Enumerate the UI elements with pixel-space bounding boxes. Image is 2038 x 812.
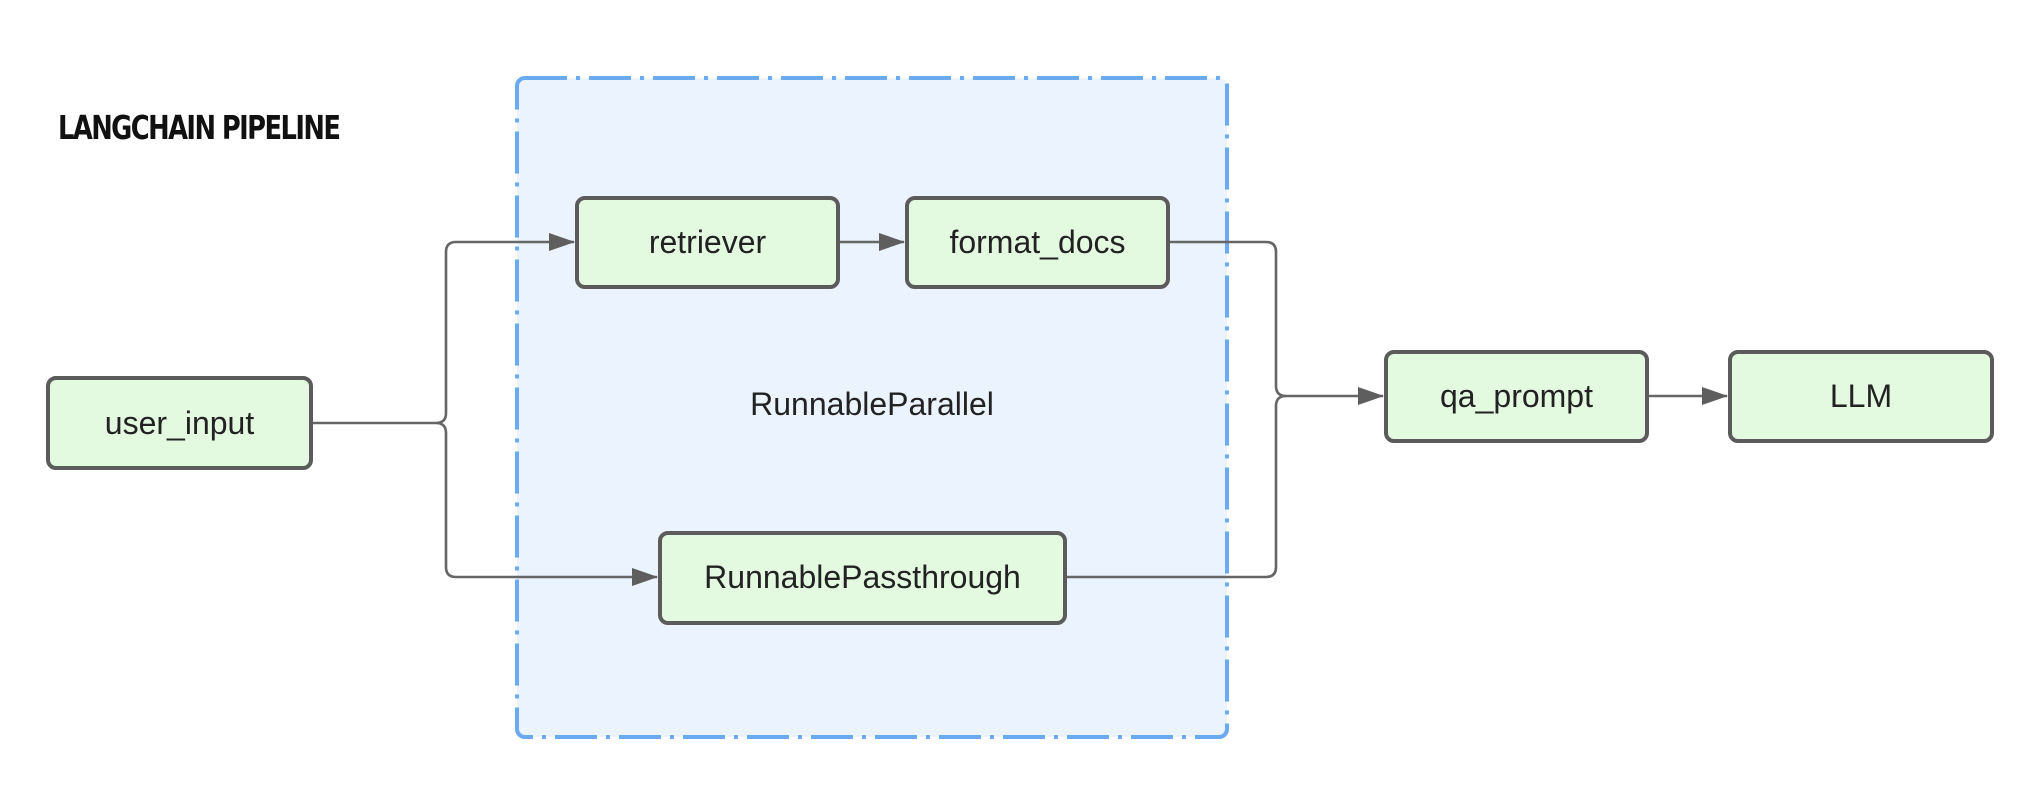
node-llm[interactable]: LLM — [1728, 350, 1994, 443]
edge-passthrough-to-qa-prompt — [1065, 394, 1287, 579]
edge-user-input-to-passthrough — [435, 421, 658, 586]
node-qa-prompt-box — [1384, 350, 1649, 443]
runnable-parallel-group-label: RunnableParallel — [750, 386, 994, 422]
node-retriever-label: retriever — [649, 224, 767, 260]
node-llm-box — [1728, 350, 1994, 443]
node-runnable-passthrough-box — [658, 531, 1067, 625]
diagram-title: LANGCHAIN PIPELINE — [58, 108, 341, 147]
node-retriever-box — [575, 196, 840, 289]
node-user-input-label: user_input — [105, 405, 255, 441]
node-format-docs-label: format_docs — [949, 224, 1125, 260]
node-user-input[interactable]: user_input — [46, 376, 313, 470]
node-runnable-passthrough-label: RunnablePassthrough — [704, 559, 1021, 595]
node-user-input-box — [46, 376, 313, 470]
edges — [311, 233, 1728, 586]
node-llm-label: LLM — [1830, 378, 1892, 414]
node-qa-prompt-label: qa_prompt — [1440, 378, 1593, 414]
runnable-parallel-group[interactable]: RunnableParallel — [515, 76, 1229, 739]
node-runnable-passthrough[interactable]: RunnablePassthrough — [658, 531, 1067, 625]
node-format-docs-box — [905, 196, 1170, 289]
node-qa-prompt[interactable]: qa_prompt — [1384, 350, 1649, 443]
node-format-docs[interactable]: format_docs — [905, 196, 1170, 289]
node-retriever[interactable]: retriever — [575, 196, 840, 289]
